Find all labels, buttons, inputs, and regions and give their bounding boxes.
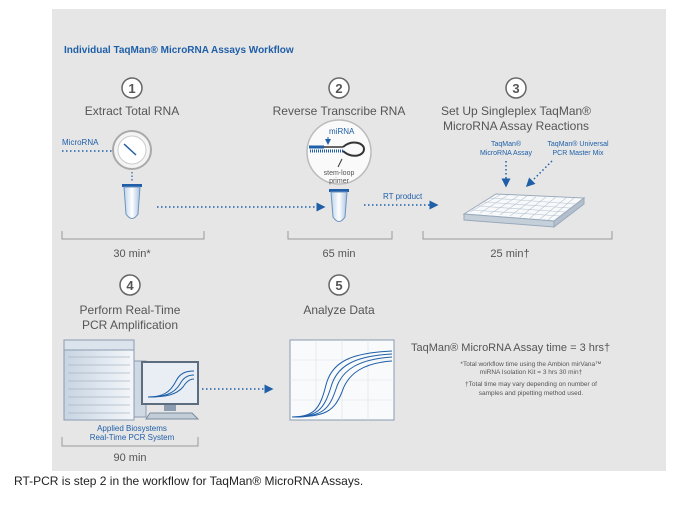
mirna-label: miRNA (329, 127, 355, 136)
step-number: 5 (335, 278, 342, 293)
footnote-1b: miRNA Isolation Kit = 3 hrs 30 min† (480, 369, 583, 376)
step-label: Reverse Transcribe RNA (273, 104, 406, 118)
tube-icon (122, 184, 142, 219)
assay-input-label-2: MicroRNA Assay (480, 150, 533, 157)
amplification-plot-icon (289, 339, 395, 421)
step-2: 2 Reverse Transcribe RNA miRNA stem-loop… (273, 77, 406, 260)
footnote-2a: †Total time may vary depending on number… (465, 381, 597, 388)
step-number-circle (121, 77, 143, 99)
primer-label-1: stem-loop (324, 170, 355, 177)
step-number: 1 (128, 81, 135, 96)
step-4: 4 Perform Real-Time PCR Amplification Ap… (61, 274, 200, 464)
step-number: 3 (512, 81, 519, 96)
footnote-1a: *Total workflow time using the Ambion mi… (460, 361, 601, 368)
plate-icon (462, 193, 586, 229)
step-number: 4 (126, 278, 134, 293)
step-time: 25 min† (490, 248, 529, 260)
rt-product-label: RT product (383, 192, 423, 201)
step-label: Extract Total RNA (85, 104, 179, 118)
tube-icon (329, 189, 349, 222)
instrument-label-2: Real-Time PCR System (90, 433, 175, 442)
mastermix-input-label-1: TaqMan® Universal (547, 140, 609, 148)
step-number-circle (328, 274, 350, 296)
time-bracket (422, 231, 613, 240)
instrument-label-1: Applied Biosystems (97, 424, 167, 433)
time-bracket (61, 437, 199, 447)
figure-caption: RT-PCR is step 2 in the workflow for Taq… (14, 474, 364, 488)
step-label: Analyze Data (303, 303, 375, 317)
step-time: 65 min (322, 248, 355, 260)
step-time: 30 min* (113, 248, 151, 260)
diagram-title: Individual TaqMan® MicroRNA Assays Workf… (64, 45, 294, 56)
mastermix-input-label-2: PCR Master Mix (553, 150, 604, 157)
step-label-line-1: Perform Real-Time (80, 303, 181, 317)
pcr-instrument-icon (63, 339, 200, 421)
time-bracket (61, 231, 205, 240)
step-time: 90 min (113, 452, 146, 464)
step-label-line-1: Set Up Singleplex TaqMan® (441, 104, 591, 118)
workflow-diagram: Individual TaqMan® MicroRNA Assays Workf… (52, 9, 666, 471)
step-number-circle (505, 77, 527, 99)
footnote-2b: samples and pipetting method used. (479, 390, 584, 397)
step-number-circle (119, 274, 141, 296)
step-number: 2 (335, 81, 342, 96)
total-assay-time: TaqMan® MicroRNA Assay time = 3 hrs† (411, 342, 610, 354)
step-number-circle (328, 77, 350, 99)
step-label-line-2: MicroRNA Assay Reactions (443, 119, 589, 133)
step-3: 3 Set Up Singleplex TaqMan® MicroRNA Ass… (422, 77, 613, 260)
assay-input-label-1: TaqMan® (491, 140, 522, 148)
step-1: 1 Extract Total RNA MicroRNA 30 min* (61, 77, 205, 260)
time-bracket (287, 231, 393, 240)
primer-label-2: primer (329, 178, 350, 185)
step-label-line-2: PCR Amplification (82, 318, 178, 332)
microrna-input-label: MicroRNA (62, 138, 99, 147)
step-5: 5 Analyze Data (289, 274, 395, 421)
